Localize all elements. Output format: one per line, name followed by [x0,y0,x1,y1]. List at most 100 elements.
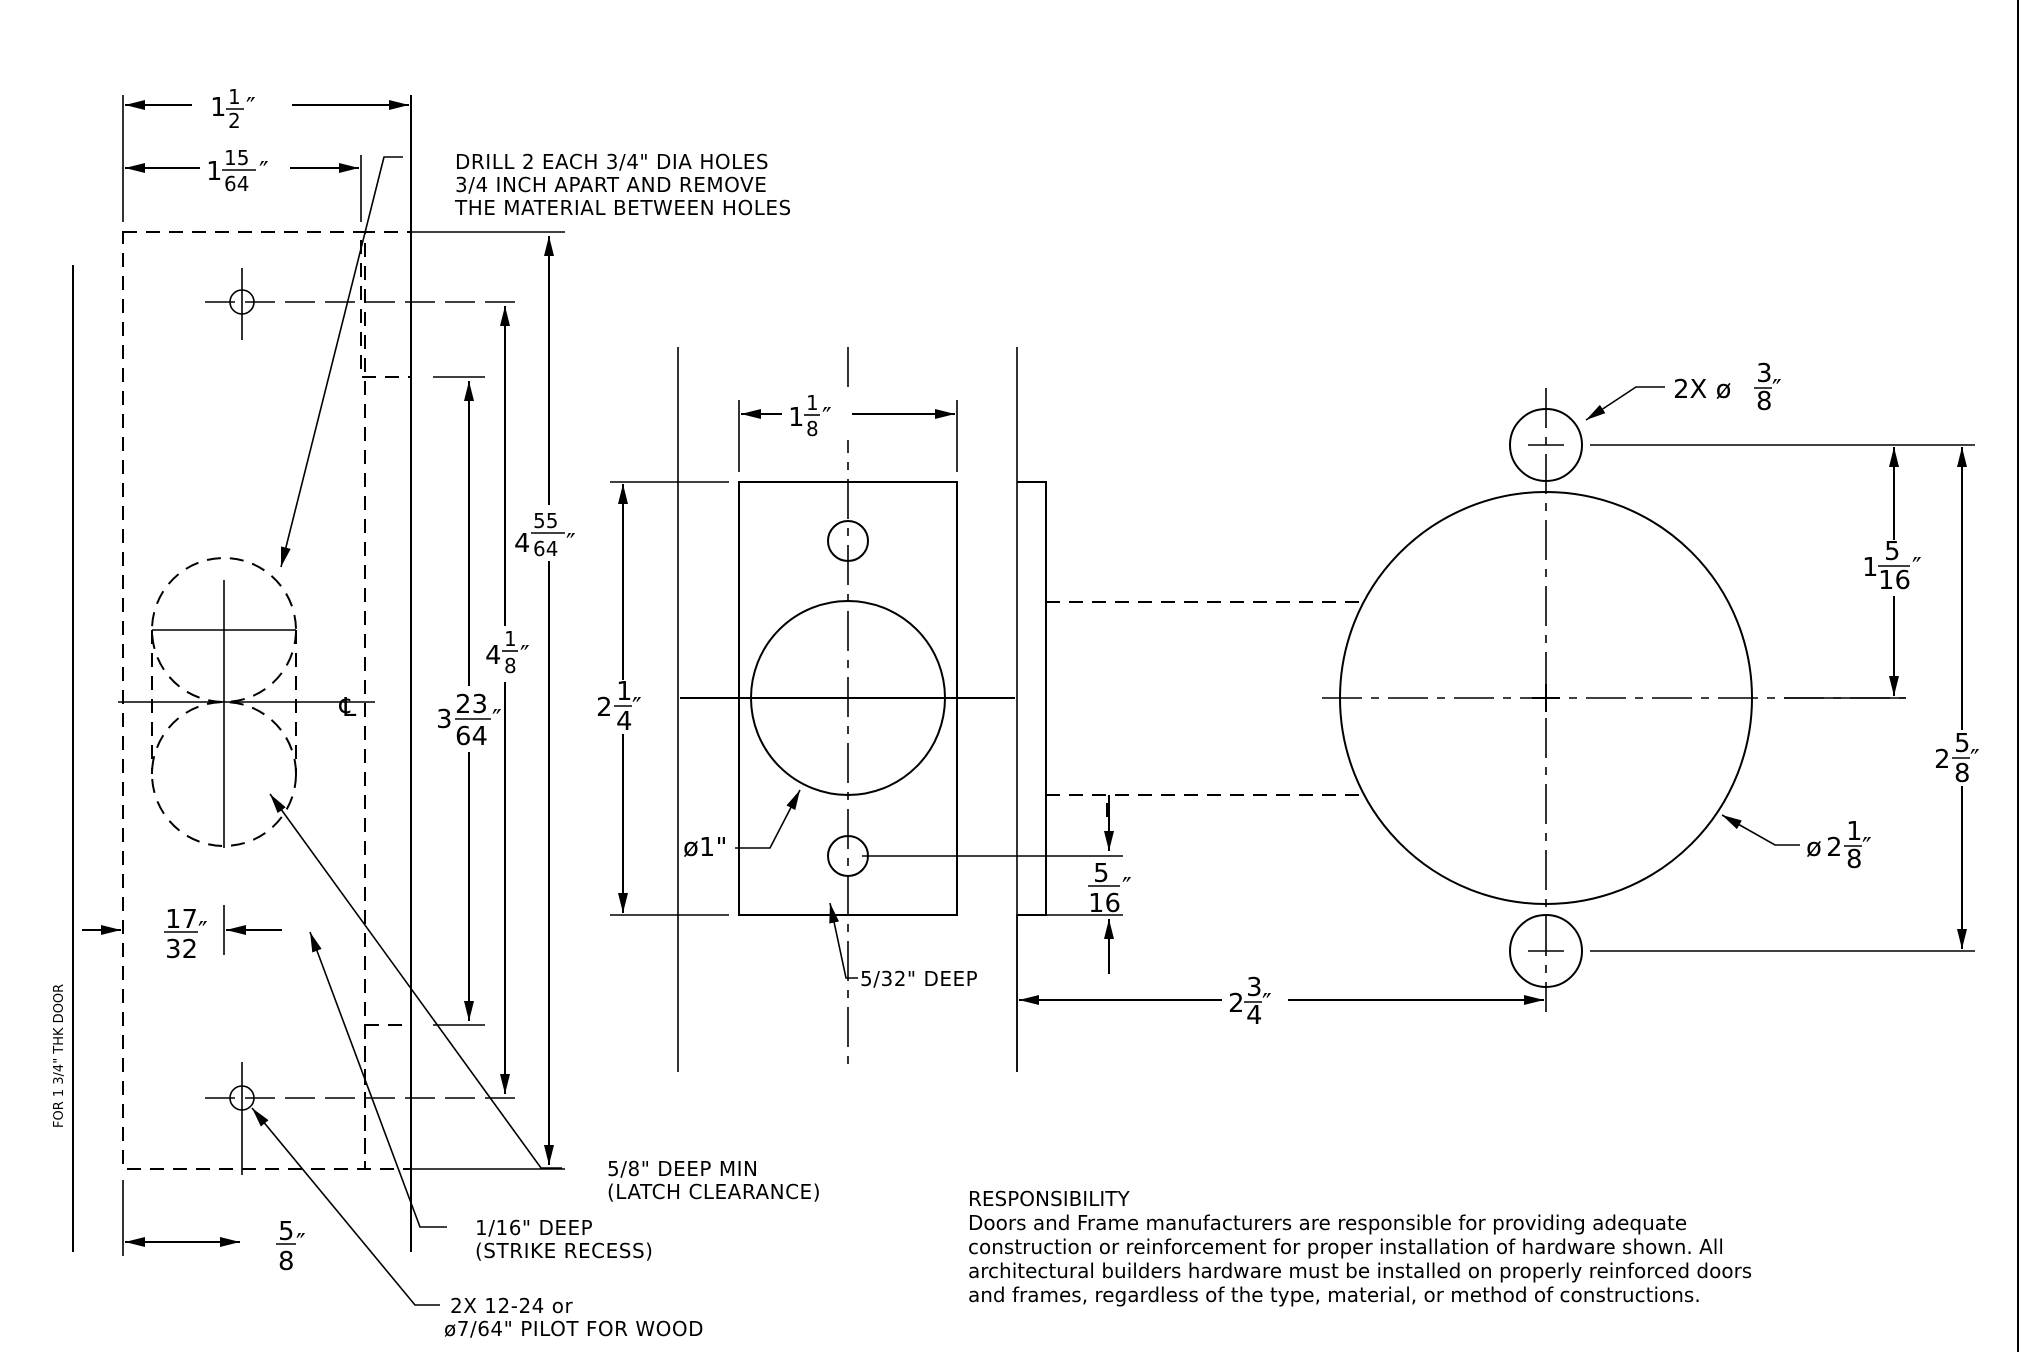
svg-text:2X ø: 2X ø [1673,375,1732,405]
svg-text:″: ″ [1772,375,1782,405]
svg-text:DRILL 2 EACH 3/4" DIA HOLES: DRILL 2 EACH 3/4" DIA HOLES [455,150,769,174]
svg-text:1: 1 [806,391,819,415]
svg-text:4: 4 [1246,1001,1263,1031]
svg-text:″: ″ [520,641,530,671]
strike-recess-note: 1/16" DEEP (STRIKE RECESS) [475,1216,653,1263]
svg-text:3: 3 [436,705,453,735]
bore-view: 2X ø 3 8 ″ 1 5 16 ″ 2 5 8 ″ ø [1322,359,1996,1012]
svg-text:and frames, regardless of the: and frames, regardless of the type, mate… [968,1283,1701,1307]
svg-text:4: 4 [616,707,633,737]
svg-text:3/4 INCH APART AND REMOVE: 3/4 INCH APART AND REMOVE [455,173,767,197]
svg-text:2: 2 [596,693,613,723]
svg-text:5/8" DEEP MIN: 5/8" DEEP MIN [607,1157,758,1181]
svg-text:23: 23 [455,690,488,720]
svg-text:64: 64 [533,537,558,561]
deep-5-32: 5/32" DEEP [860,967,978,991]
svg-text:″: ″ [822,403,832,433]
svg-text:″: ″ [1862,833,1872,863]
svg-text:″: ″ [566,529,576,559]
svg-text:4: 4 [485,641,502,671]
svg-text:16: 16 [1878,566,1911,596]
svg-text:THE MATERIAL BETWEEN HOLES: THE MATERIAL BETWEEN HOLES [454,196,792,220]
edge-prep-view: 1 1 8 ″ 2 1 4 ″ ø1" 5/32" DEEP [594,347,1544,1072]
door-thickness-label: FOR 1 3/4" THK DOOR [52,984,67,1128]
svg-text:8: 8 [806,417,819,441]
svg-text:2: 2 [1228,989,1245,1019]
svg-text:2: 2 [228,109,241,133]
svg-text:5: 5 [278,1217,295,1247]
svg-text:″: ″ [1122,873,1132,903]
svg-text:2: 2 [1934,745,1951,775]
dim-17-32: 17 32 ″ [164,905,208,965]
svg-text:1: 1 [616,677,633,707]
screw-note: 2X 12-24 or ø7/64" PILOT FOR WOOD [444,1294,704,1341]
dim-2-1-4: 2 1 4 ″ [596,677,642,737]
dim-2x-dia-3-8: 2X ø 3 8 ″ [1673,359,1782,417]
svg-text:8: 8 [1846,845,1863,875]
svg-text:″: ″ [492,705,502,735]
svg-text:15: 15 [224,146,249,170]
svg-text:5: 5 [1954,729,1971,759]
svg-text:″: ″ [632,693,642,723]
svg-text:Doors and Frame manufacturers: Doors and Frame manufacturers are respon… [968,1211,1687,1235]
svg-text:1: 1 [1846,817,1863,847]
svg-text:1: 1 [504,627,517,651]
dim-5-16: 5 16 ″ [1088,859,1132,919]
svg-text:3: 3 [1246,973,1263,1003]
svg-text:ø: ø [1806,833,1822,863]
dim-1-15-64: 1 15 64 ″ [206,146,269,196]
svg-text:16: 16 [1088,889,1121,919]
svg-text:(STRIKE RECESS): (STRIKE RECESS) [475,1239,653,1263]
dim-1-5-16: 1 5 16 ″ [1862,537,1922,596]
svg-text:″: ″ [1970,745,1980,775]
svg-text:1: 1 [1862,553,1879,583]
svg-text:8: 8 [504,654,517,678]
svg-text:″: ″ [246,93,256,123]
svg-text:2X 12-24 or: 2X 12-24 or [450,1294,573,1318]
thru-bolt-hole-bottom [1509,914,1583,988]
svg-text:5: 5 [1884,537,1901,567]
svg-text:64: 64 [455,722,488,752]
svg-text:8: 8 [1756,387,1773,417]
svg-text:(LATCH CLEARANCE): (LATCH CLEARANCE) [607,1180,821,1204]
dim-2-5-8: 2 5 8 ″ [1934,729,1980,789]
drill-note: DRILL 2 EACH 3/4" DIA HOLES 3/4 INCH APA… [454,150,792,220]
svg-text:ø7/64" PILOT FOR WOOD: ø7/64" PILOT FOR WOOD [444,1317,704,1341]
svg-text:4: 4 [514,529,531,559]
svg-text:2: 2 [1826,833,1843,863]
strike-recess-top [360,231,412,378]
strike-outline [122,231,366,1170]
svg-text:1: 1 [206,157,223,187]
svg-text:″: ″ [1912,553,1922,583]
svg-text:construction or reinforcement: construction or reinforcement for proper… [968,1235,1724,1259]
dim-5-8: 5 8 ″ [276,1217,306,1277]
thru-bolt-hole-top [1509,408,1583,482]
faceplate-screw-top [827,520,869,562]
centerline-symbol: ℄ [336,693,359,723]
dim-1-1-2: 1 1 2 ″ [210,85,256,133]
latch-clearance-note: 5/8" DEEP MIN (LATCH CLEARANCE) [607,1157,821,1204]
responsibility-block: RESPONSIBILITY Doors and Frame manufactu… [968,1187,1752,1307]
svg-text:1/16" DEEP: 1/16" DEEP [475,1216,593,1240]
svg-text:1: 1 [210,93,227,123]
svg-text:″: ″ [296,1229,306,1259]
svg-text:″: ″ [198,917,208,947]
svg-text:32: 32 [165,935,198,965]
latch-bore-circle [750,600,946,796]
dim-4-55-64: 4 55 64 ″ [514,509,576,561]
svg-text:3: 3 [1756,359,1773,389]
svg-text:64: 64 [224,172,249,196]
svg-text:1: 1 [788,403,805,433]
svg-text:8: 8 [1954,759,1971,789]
strike-edge-view: ℄ 1 1 2 ″ 1 15 64 ″ 4 55 64 ″ [52,84,821,1341]
svg-text:55: 55 [533,509,558,533]
svg-text:″: ″ [1262,989,1272,1019]
dim-dia-2-1-8: ø 2 1 8 ″ [1806,817,1872,875]
svg-text:8: 8 [278,1247,295,1277]
dim-dia-1: ø1" [683,833,727,863]
svg-text:17: 17 [165,905,198,935]
svg-text:″: ″ [259,157,269,187]
dim-2-3-4: 2 3 4 ″ [1228,973,1272,1031]
dim-4-1-8: 4 1 8 ″ [485,627,530,678]
